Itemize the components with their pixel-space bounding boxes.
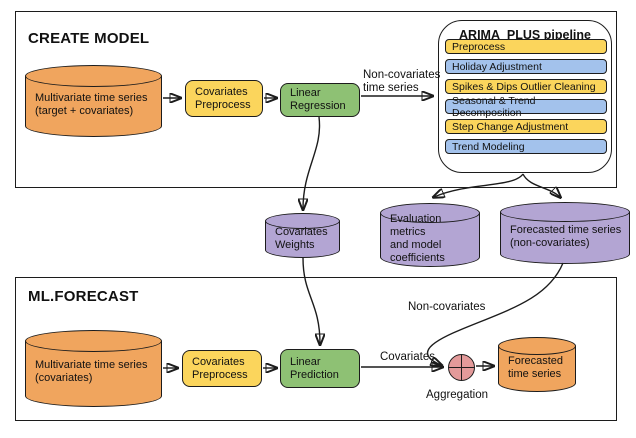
label-line: (non-covariates) [510, 236, 590, 249]
label-line: Prediction [290, 368, 339, 381]
arima-plus-pipeline: ARIMA_PLUS pipeline Preprocess Holiday A… [438, 20, 612, 173]
label-line: Preprocess [192, 368, 248, 381]
create-model-title: CREATE MODEL [28, 30, 150, 47]
label-line: time series [363, 82, 419, 94]
pipeline-step-holiday-adjustment: Holiday Adjustment [445, 59, 607, 74]
pipeline-title: ARIMA_PLUS pipeline [459, 28, 591, 42]
cylinder-label: Evaluation metrics and model coefficient… [380, 203, 480, 267]
cylinder-top [25, 330, 162, 352]
evaluation-metrics-cylinder: Evaluation metrics and model coefficient… [380, 203, 480, 267]
label-line: time series [508, 368, 562, 380]
label-line: Evaluation metrics [390, 212, 442, 238]
label-line: Covariates [192, 355, 245, 368]
covariates-weights-cylinder: Covariates Weights [265, 213, 340, 258]
cylinder-top [500, 202, 630, 222]
forecasted-time-series-cylinder: Forecasted time series [498, 337, 576, 392]
cylinder-top [380, 203, 480, 223]
covariates-preprocess-box: Covariates Preprocess [185, 80, 263, 117]
cylinder-label: Covariates Weights [265, 213, 340, 258]
pipeline-step-preprocess: Preprocess [445, 39, 607, 54]
multivariate-covariates-cylinder: Multivariate time series (covariates) [25, 330, 162, 407]
label-line: Forecasted time series [510, 223, 622, 236]
noncovariates-label: Non-covariates [408, 301, 486, 313]
cylinder-top [25, 65, 162, 87]
cylinder-label: Multivariate time series (covariates) [25, 330, 162, 407]
label-line: Covariates [195, 85, 248, 98]
label-line: Preprocess [195, 98, 251, 111]
label-line: Multivariate time series [35, 91, 148, 104]
label-line: Regression [290, 100, 346, 112]
label-line: Multivariate time series [35, 359, 148, 371]
aggregation-operator-icon [448, 354, 475, 381]
label-line: and model [390, 238, 442, 251]
cylinder-top [265, 213, 340, 229]
pipeline-step-step-change: Step Change Adjustment [445, 119, 607, 134]
cylinder-label: Forecasted time series [498, 337, 576, 392]
covariates-preprocess-box-forecast: Covariates Preprocess [182, 350, 262, 387]
pipeline-step-seasonal-trend: Seasonal & Trend Decomposition [445, 95, 607, 119]
label-line: (covariates) [35, 372, 93, 384]
pipeline-step-spikes-dips: Spikes & Dips Outlier Cleaning [445, 79, 607, 94]
covariates-label: Covariates [380, 351, 435, 363]
forecasted-noncovariates-cylinder: Forecasted time series (non-covariates) [500, 202, 630, 264]
linear-regression-box: Linear Regression [280, 83, 360, 117]
ml-forecast-title: ML.FORECAST [28, 288, 139, 305]
label-line: (target + covariates) [35, 104, 134, 117]
noncovariates-time-series-label: Non-covariates time series [363, 69, 440, 95]
cylinder-label: Multivariate time series (target + covar… [25, 65, 162, 137]
multivariate-input-cylinder: Multivariate time series (target + covar… [25, 65, 162, 137]
label-line: Forecasted [508, 355, 564, 367]
label-line: Linear [290, 87, 321, 99]
label-line: Non-covariates [363, 69, 441, 81]
linear-prediction-box: Linear Prediction [280, 349, 360, 388]
aggregation-label: Aggregation [426, 389, 489, 401]
pipeline-step-trend-modeling: Trend Modeling [445, 139, 607, 154]
cylinder-label: Forecasted time series (non-covariates) [500, 202, 630, 264]
plus-horizontal-line [449, 366, 474, 369]
cylinder-body [25, 341, 162, 407]
label-line: Weights [275, 239, 315, 251]
label-line: coefficients [390, 251, 445, 264]
label-line: Linear [290, 355, 321, 368]
label-line: Covariates [275, 226, 328, 238]
